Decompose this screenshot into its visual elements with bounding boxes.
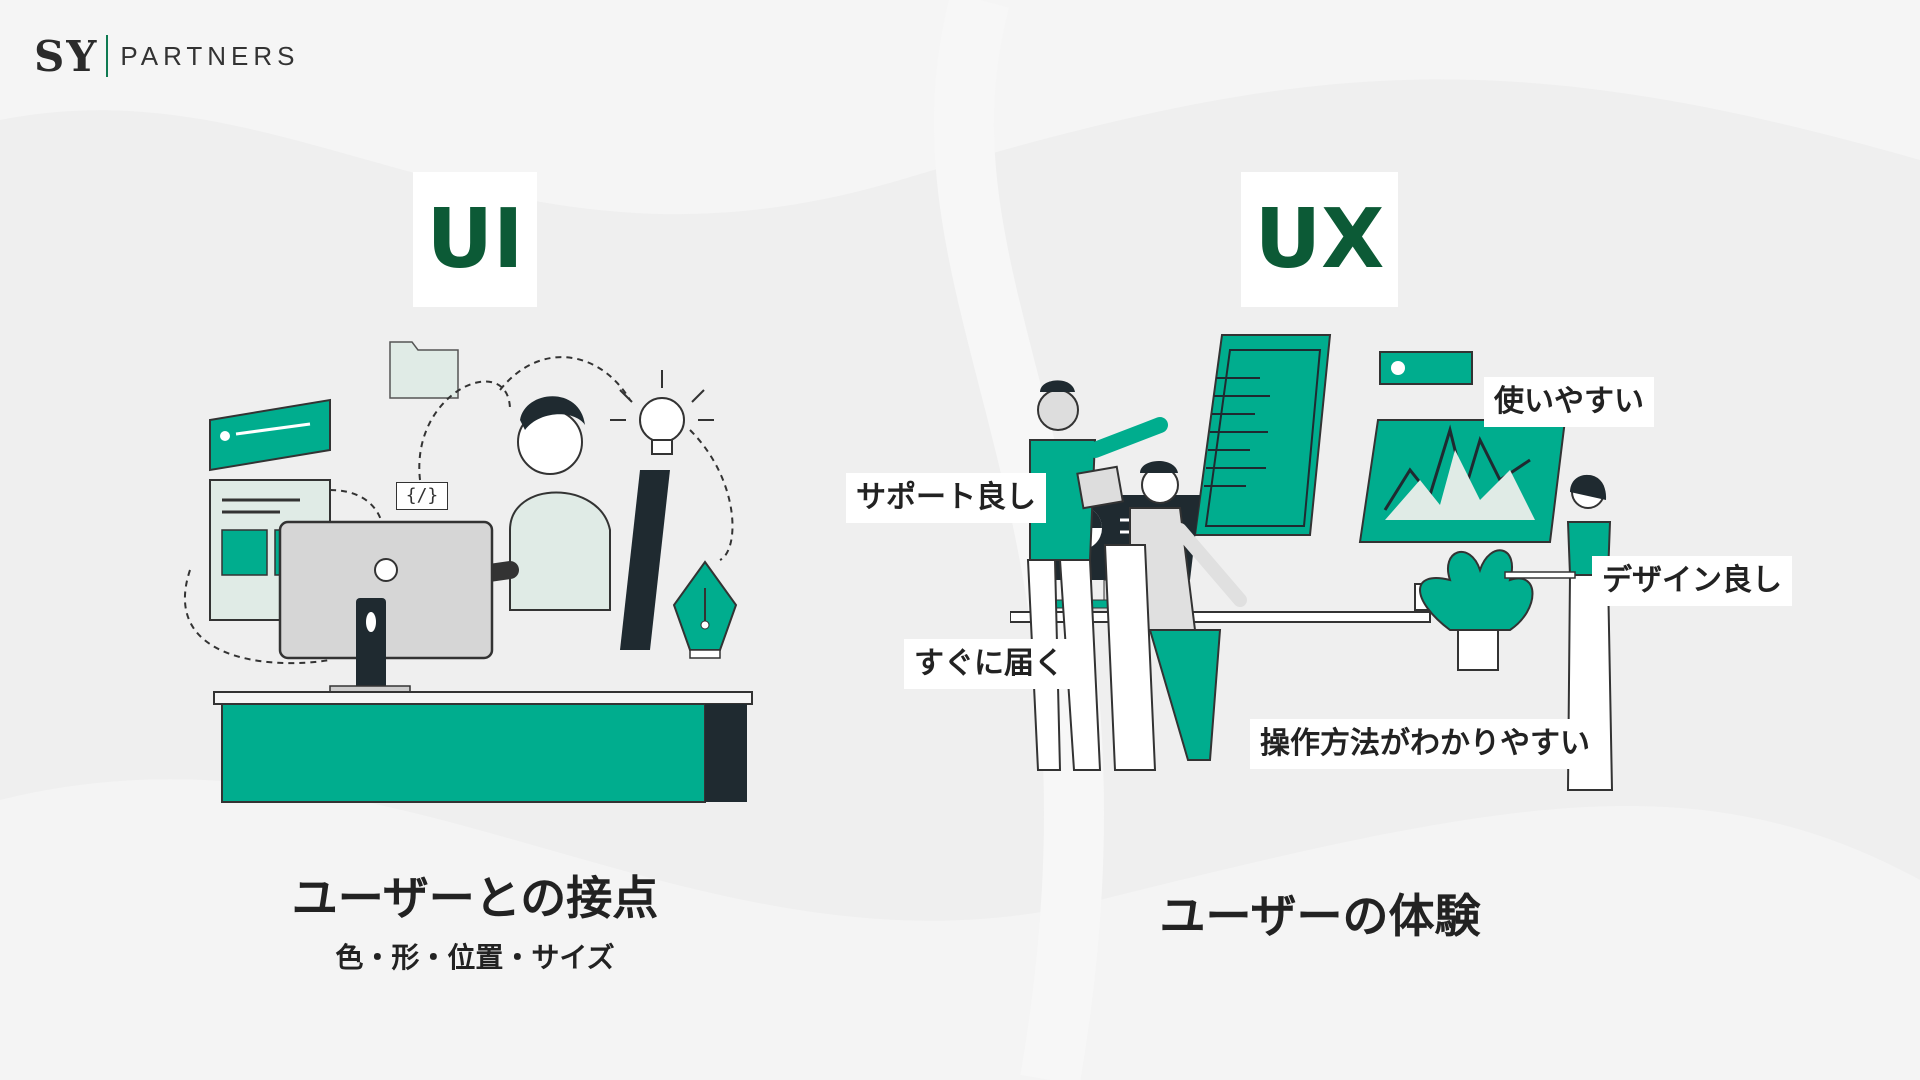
ux-title: UX <box>1241 172 1398 307</box>
label-good-design: デザイン良し <box>1592 556 1792 606</box>
seated-man <box>1103 460 1247 771</box>
folder-icon <box>389 341 459 399</box>
logo-mark: SY <box>34 31 99 81</box>
company-logo: SY PARTNERS <box>34 31 300 81</box>
label-good-support: サポート良し <box>846 473 1046 523</box>
code-screen <box>1193 334 1332 536</box>
logo-name: PARTNERS <box>120 40 300 71</box>
ui-subcaption: 色・形・位置・サイズ <box>335 941 615 974</box>
analytics-screen <box>1358 351 1567 543</box>
ux-caption: ユーザーの体験 <box>1159 889 1481 943</box>
lightbulb-icon <box>610 370 714 455</box>
desk <box>213 691 753 803</box>
label-easy-operation: 操作方法がわかりやすい <box>1250 719 1600 769</box>
label-easy-to-use: 使いやすい <box>1484 377 1654 427</box>
logo-divider <box>106 35 109 77</box>
plant <box>1419 549 1534 671</box>
window-card-top <box>209 398 331 472</box>
ui-title: UI <box>413 172 537 307</box>
ui-caption: ユーザーとの接点 <box>291 871 659 925</box>
pen-tool-icon <box>672 560 738 659</box>
computer-monitor <box>278 520 494 695</box>
label-quick-delivery: すぐに届く <box>904 639 1074 689</box>
code-tag-icon: {/} <box>396 482 448 510</box>
ui-illustration <box>183 341 753 803</box>
